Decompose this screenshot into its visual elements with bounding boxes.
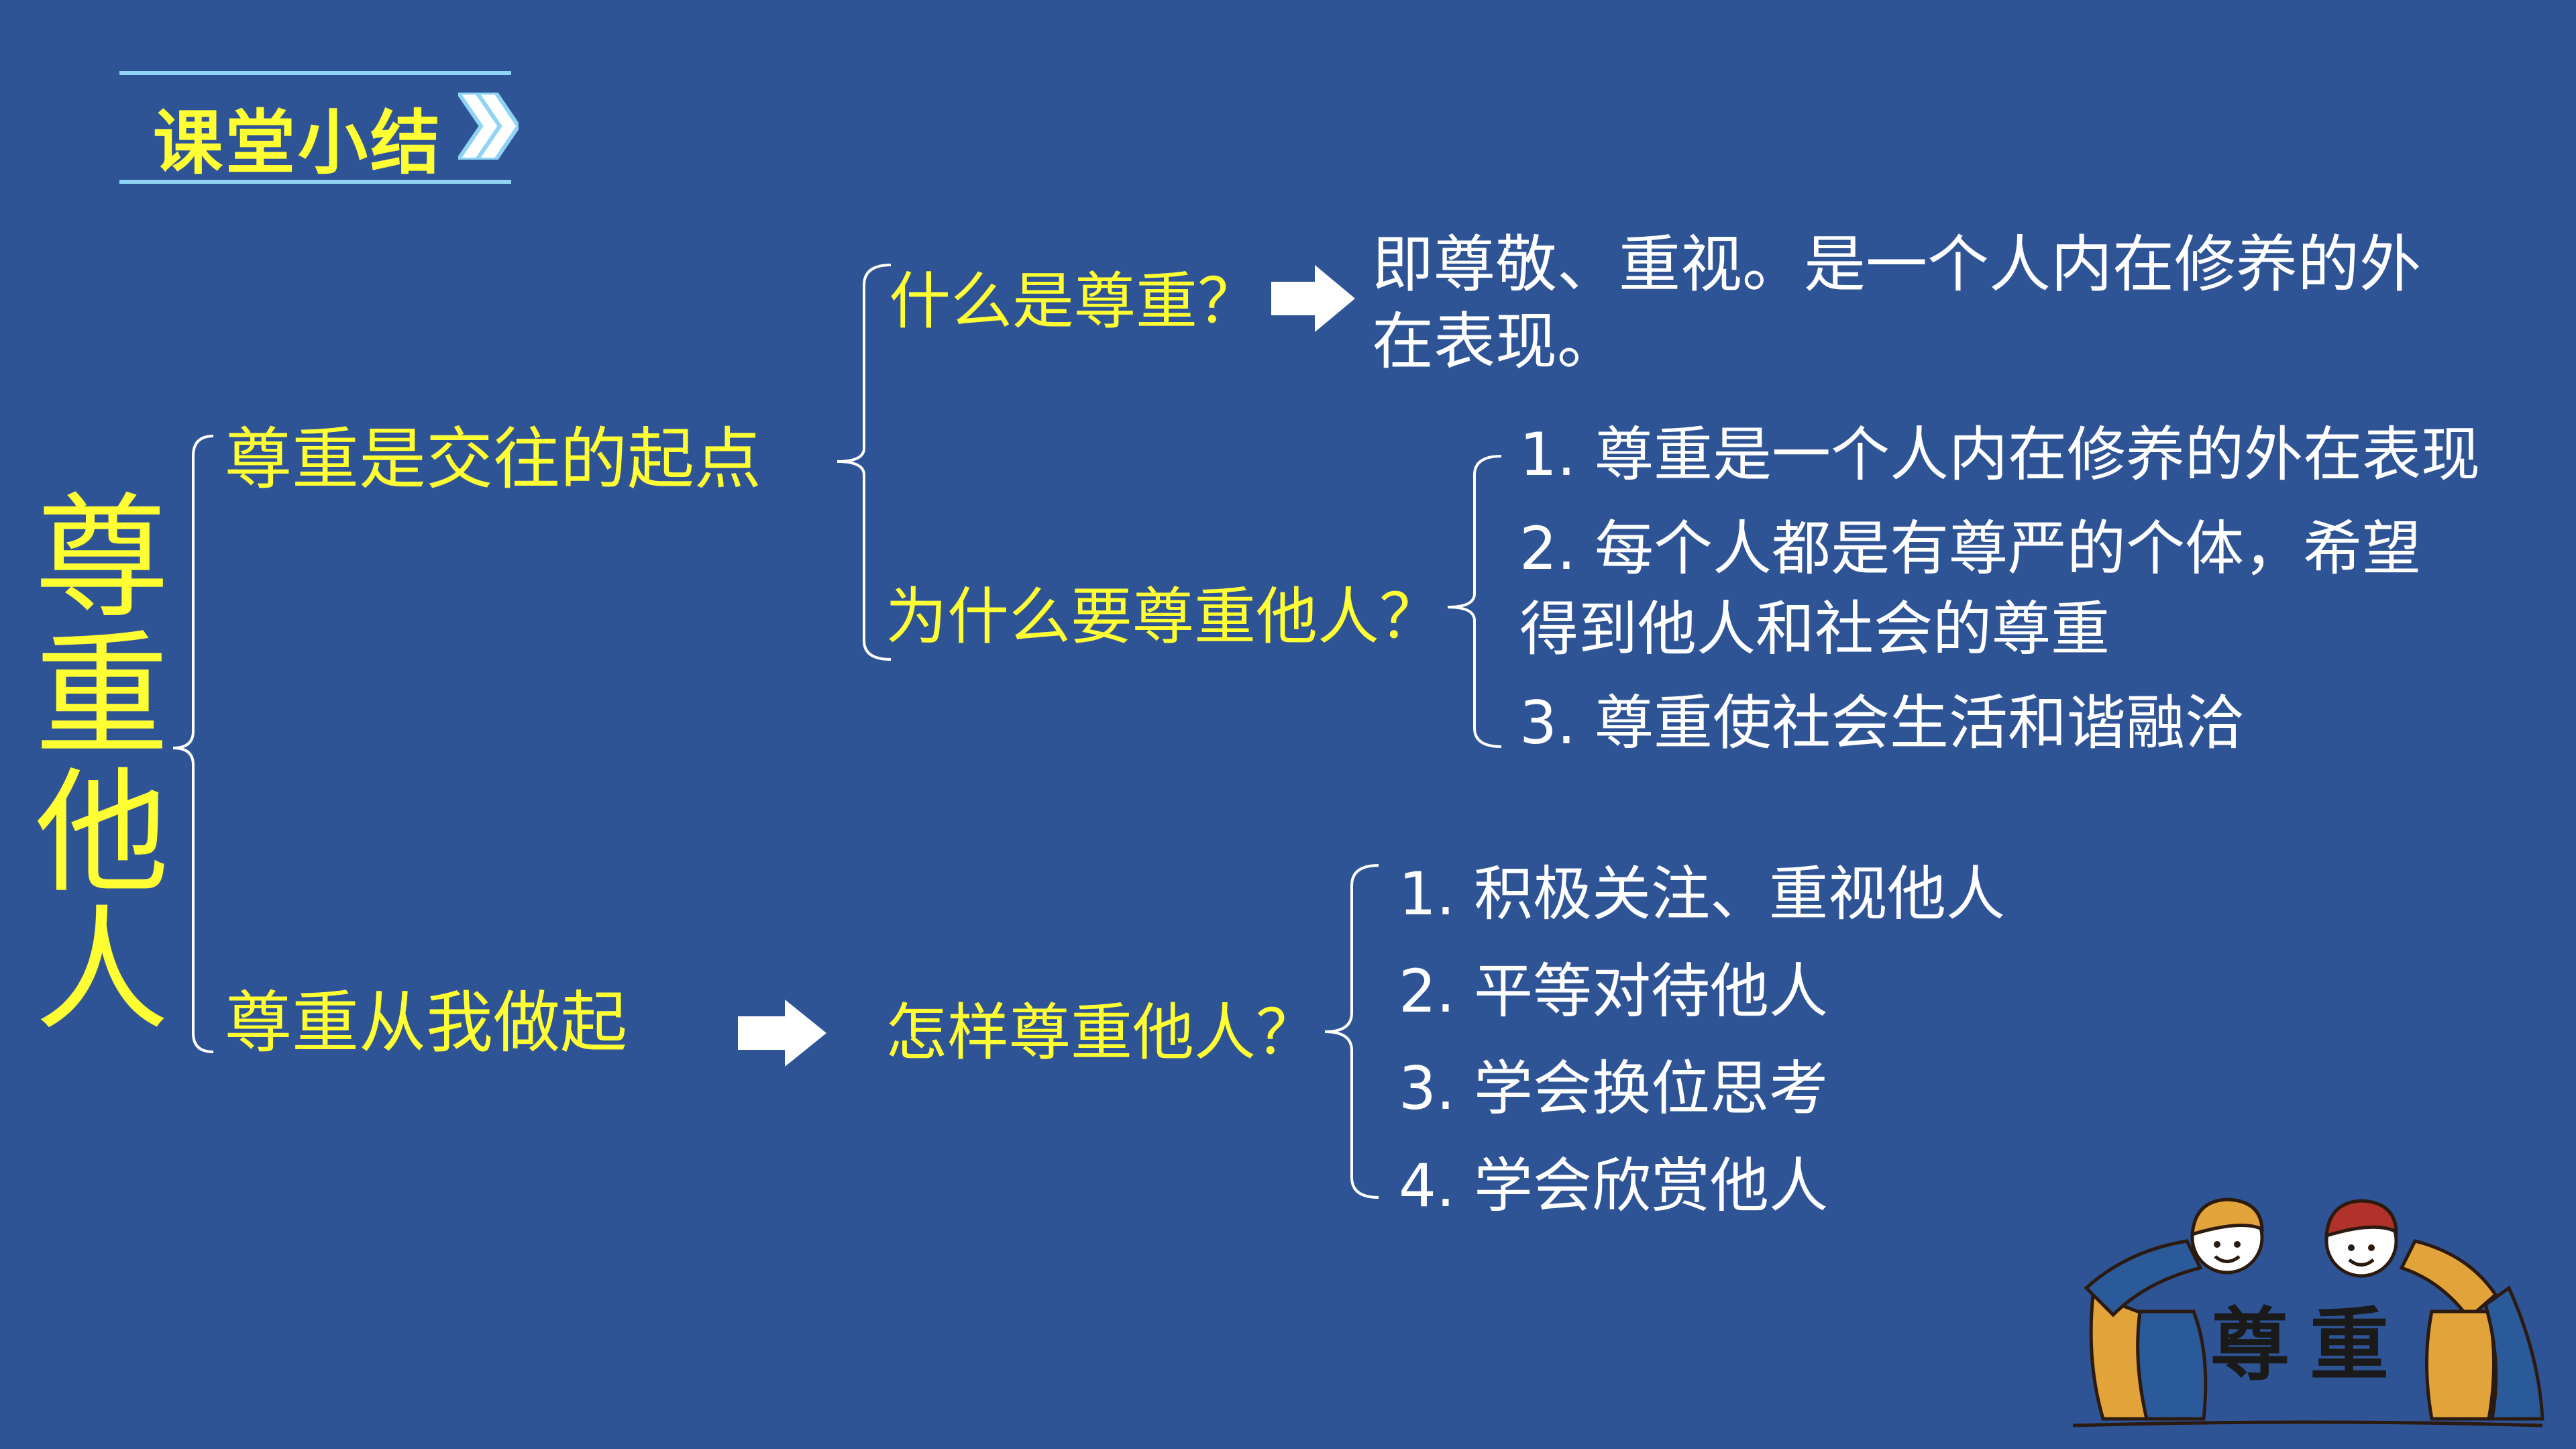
header-title: 课堂小结 xyxy=(153,102,443,184)
main-title: 尊重他人 xyxy=(35,480,170,1049)
double-chevron-icon xyxy=(458,93,519,160)
list-item: 2. 每个人都是有尊严的个体，希望 xyxy=(1519,514,2421,583)
header-top-line xyxy=(119,71,511,75)
list-item: 3. 学会换位思考 xyxy=(1399,1054,1828,1123)
arrow-right-icon xyxy=(1271,265,1355,332)
question-label: 为什么要尊重他人？ xyxy=(885,581,1442,653)
list-item: 4. 学会欣赏他人 xyxy=(1399,1151,1828,1220)
header-bottom-line xyxy=(119,180,511,184)
question-label: 怎样尊重他人？ xyxy=(885,997,1318,1069)
how-bracket xyxy=(1324,864,1379,1199)
branch-label: 尊重从我做起 xyxy=(225,983,627,1062)
illustration-label: 尊重 xyxy=(2210,1298,2410,1391)
bowing-figures-illustration xyxy=(2072,1197,2544,1428)
main-bracket xyxy=(172,435,214,1053)
arrow-right-icon xyxy=(738,1000,826,1067)
list-item-continuation: 得到他人和社会的尊重 xyxy=(1519,594,2110,663)
list-item: 3. 尊重使社会生活和谐融洽 xyxy=(1519,688,2244,757)
section-header: 课堂小结 xyxy=(119,71,519,185)
list-item: 2. 平等对待他人 xyxy=(1399,957,1828,1026)
question-label: 什么是尊重？ xyxy=(889,266,1260,337)
answer-text: 在表现。 xyxy=(1372,306,1619,378)
list-item: 1. 积极关注、重视他人 xyxy=(1399,859,2005,928)
branch1-bracket xyxy=(837,264,892,661)
branch-label: 尊重是交往的起点 xyxy=(225,420,761,498)
why-bracket xyxy=(1447,455,1502,748)
answer-text: 即尊敬、重视。是一个人内在修养的外 xyxy=(1372,229,2422,301)
list-item: 1. 尊重是一个人内在修养的外在表现 xyxy=(1519,420,2480,489)
